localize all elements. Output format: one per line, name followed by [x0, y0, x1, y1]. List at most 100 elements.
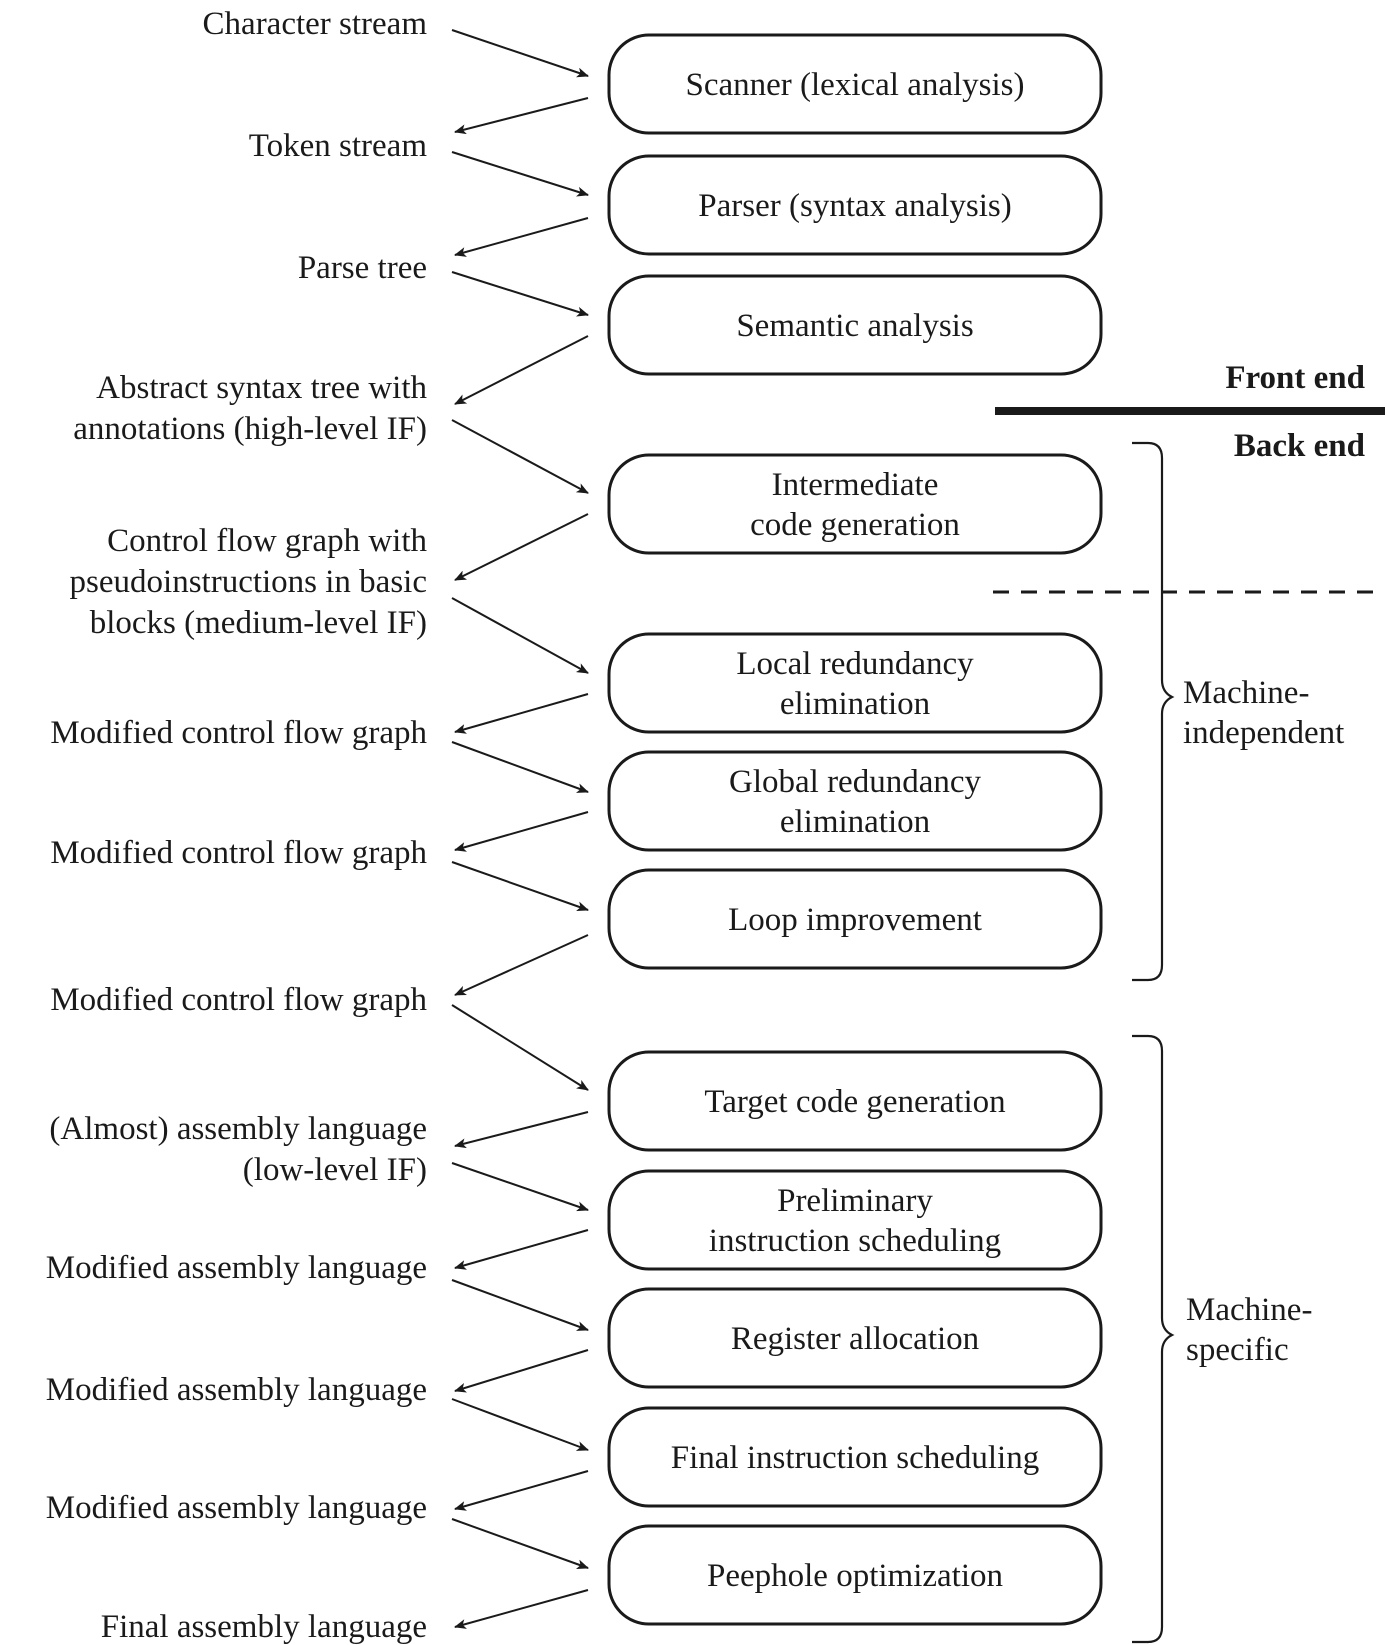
- phase-boxes: Scanner (lexical analysis) Parser (syntax…: [607, 33, 1103, 1626]
- phase-label: Semantic analysis: [736, 308, 973, 344]
- phase-label: instruction scheduling: [709, 1223, 1001, 1259]
- arrow-from-parser: [454, 217, 589, 257]
- stream-label-line: annotations (high-level IF): [73, 411, 427, 447]
- stream-label-line: Modified assembly language: [46, 1250, 427, 1286]
- stream-label: Modified control flow graph: [50, 715, 427, 751]
- arrow-to-final-sched: [451, 1398, 589, 1451]
- phase-box-final-sched: Final instruction scheduling: [607, 1406, 1103, 1508]
- phase-label: Loop improvement: [728, 902, 982, 938]
- machine-independent-label-line2: independent: [1183, 715, 1344, 751]
- stream-label: Modified control flow graph: [50, 982, 427, 1018]
- arrow-to-prelim-sched: [451, 1162, 589, 1212]
- stream-label: Modified assembly language: [46, 1490, 427, 1526]
- stream-label-line: Modified control flow graph: [50, 982, 427, 1018]
- phase-box-register-alloc: Register allocation: [607, 1287, 1103, 1389]
- phase-box-intermediate: Intermediate code generation: [607, 453, 1103, 555]
- arrow-to-loop: [451, 861, 589, 912]
- stream-label: Abstract syntax tree with annotations (hi…: [73, 370, 427, 447]
- stream-label-line: Final assembly language: [101, 1609, 427, 1645]
- arrow-from-intermediate: [454, 513, 589, 581]
- arrow-to-global-redundancy: [451, 741, 589, 793]
- stream-label-line: Modified assembly language: [46, 1372, 427, 1408]
- stream-label-line: Modified control flow graph: [50, 835, 427, 871]
- stream-label: Token stream: [249, 128, 428, 164]
- flow-arrows: [451, 29, 589, 1629]
- machine-independent-brace: [1132, 441, 1175, 982]
- phase-box-outline: [607, 33, 1103, 135]
- stream-label-line: blocks (medium-level IF): [90, 605, 427, 641]
- back-end-label: Back end: [1234, 428, 1365, 464]
- arrow-to-peephole: [451, 1518, 589, 1569]
- phase-box-outline: [607, 1050, 1103, 1152]
- phase-box-outline: [607, 1287, 1103, 1389]
- phase-box-outline: [607, 1524, 1103, 1626]
- arrow-from-semantic: [454, 335, 589, 405]
- stream-label-line: Parse tree: [298, 250, 427, 286]
- phase-label: Preliminary: [777, 1183, 933, 1219]
- phase-box-outline: [607, 1169, 1103, 1271]
- arrow-from-local-redundancy: [454, 693, 589, 734]
- phase-box-scanner: Scanner (lexical analysis): [607, 33, 1103, 135]
- machine-specific-brace: [1132, 1034, 1175, 1644]
- phase-box-outline: [607, 632, 1103, 734]
- phase-box-target-code: Target code generation: [607, 1050, 1103, 1152]
- stream-label: Modified assembly language: [46, 1250, 427, 1286]
- phase-label: Register allocation: [731, 1321, 979, 1357]
- arrow-from-peephole: [454, 1589, 589, 1629]
- phase-label: Intermediate: [772, 467, 939, 503]
- phase-label: Parser (syntax analysis): [698, 188, 1011, 224]
- machine-independent-label-line1: Machine-: [1183, 675, 1309, 711]
- phase-box-parser: Parser (syntax analysis): [607, 154, 1103, 256]
- phase-label: Scanner (lexical analysis): [685, 67, 1024, 103]
- arrow-to-local-redundancy: [451, 597, 589, 674]
- phase-label: Final instruction scheduling: [671, 1440, 1039, 1476]
- stream-label: Parse tree: [298, 250, 427, 286]
- phase-label: Local redundancy: [736, 646, 974, 682]
- arrow-to-parser: [451, 151, 589, 197]
- arrow-to-register-alloc: [451, 1279, 589, 1331]
- arrow-to-scanner: [451, 29, 589, 78]
- arrow-to-intermediate: [451, 419, 589, 494]
- stream-label: Modified assembly language: [46, 1372, 427, 1408]
- stream-label: Final assembly language: [101, 1609, 427, 1645]
- phase-box-outline: [607, 154, 1103, 256]
- phase-label: Target code generation: [704, 1084, 1005, 1120]
- arrow-from-final-sched: [454, 1470, 589, 1511]
- phase-box-outline: [607, 750, 1103, 852]
- machine-specific-label-line1: Machine-: [1186, 1292, 1312, 1328]
- stream-label: Control flow graph with pseudoinstruction…: [70, 523, 428, 641]
- phase-box-semantic: Semantic analysis: [607, 274, 1103, 376]
- stream-label-line: Character stream: [203, 6, 428, 42]
- stream-label-line: (low-level IF): [243, 1152, 427, 1188]
- stream-label-line: Control flow graph with: [107, 523, 427, 559]
- phase-box-outline: [607, 868, 1103, 970]
- phase-box-local-redundancy: Local redundancy elimination: [607, 632, 1103, 734]
- phase-box-loop: Loop improvement: [607, 868, 1103, 970]
- arrow-from-loop: [454, 934, 589, 996]
- stream-label-line: Abstract syntax tree with: [96, 370, 427, 406]
- phase-label: elimination: [780, 804, 930, 840]
- stream-label-line: pseudoinstructions in basic: [70, 564, 427, 600]
- stream-label-line: (Almost) assembly language: [49, 1111, 427, 1147]
- arrow-from-global-redundancy: [454, 811, 589, 852]
- arrow-to-target-code: [451, 1004, 589, 1091]
- phase-label: code generation: [750, 507, 960, 543]
- phase-label: Peephole optimization: [707, 1558, 1003, 1594]
- phase-box-prelim-sched: Preliminary instruction scheduling: [607, 1169, 1103, 1271]
- arrow-from-target-code: [454, 1111, 589, 1149]
- stream-label-line: Modified control flow graph: [50, 715, 427, 751]
- front-end-label: Front end: [1225, 360, 1365, 396]
- stream-label: Character stream: [203, 6, 428, 42]
- phase-label: elimination: [780, 686, 930, 722]
- stream-label: (Almost) assembly language (low-level IF): [49, 1111, 427, 1188]
- stream-label: Modified control flow graph: [50, 835, 427, 871]
- arrow-from-scanner: [454, 97, 589, 135]
- phase-box-outline: [607, 274, 1103, 376]
- machine-specific-label-line2: specific: [1186, 1332, 1289, 1368]
- phase-box-peephole: Peephole optimization: [607, 1524, 1103, 1626]
- arrow-from-prelim-sched: [454, 1229, 589, 1270]
- phase-box-outline: [607, 1406, 1103, 1508]
- arrow-to-semantic: [451, 271, 589, 317]
